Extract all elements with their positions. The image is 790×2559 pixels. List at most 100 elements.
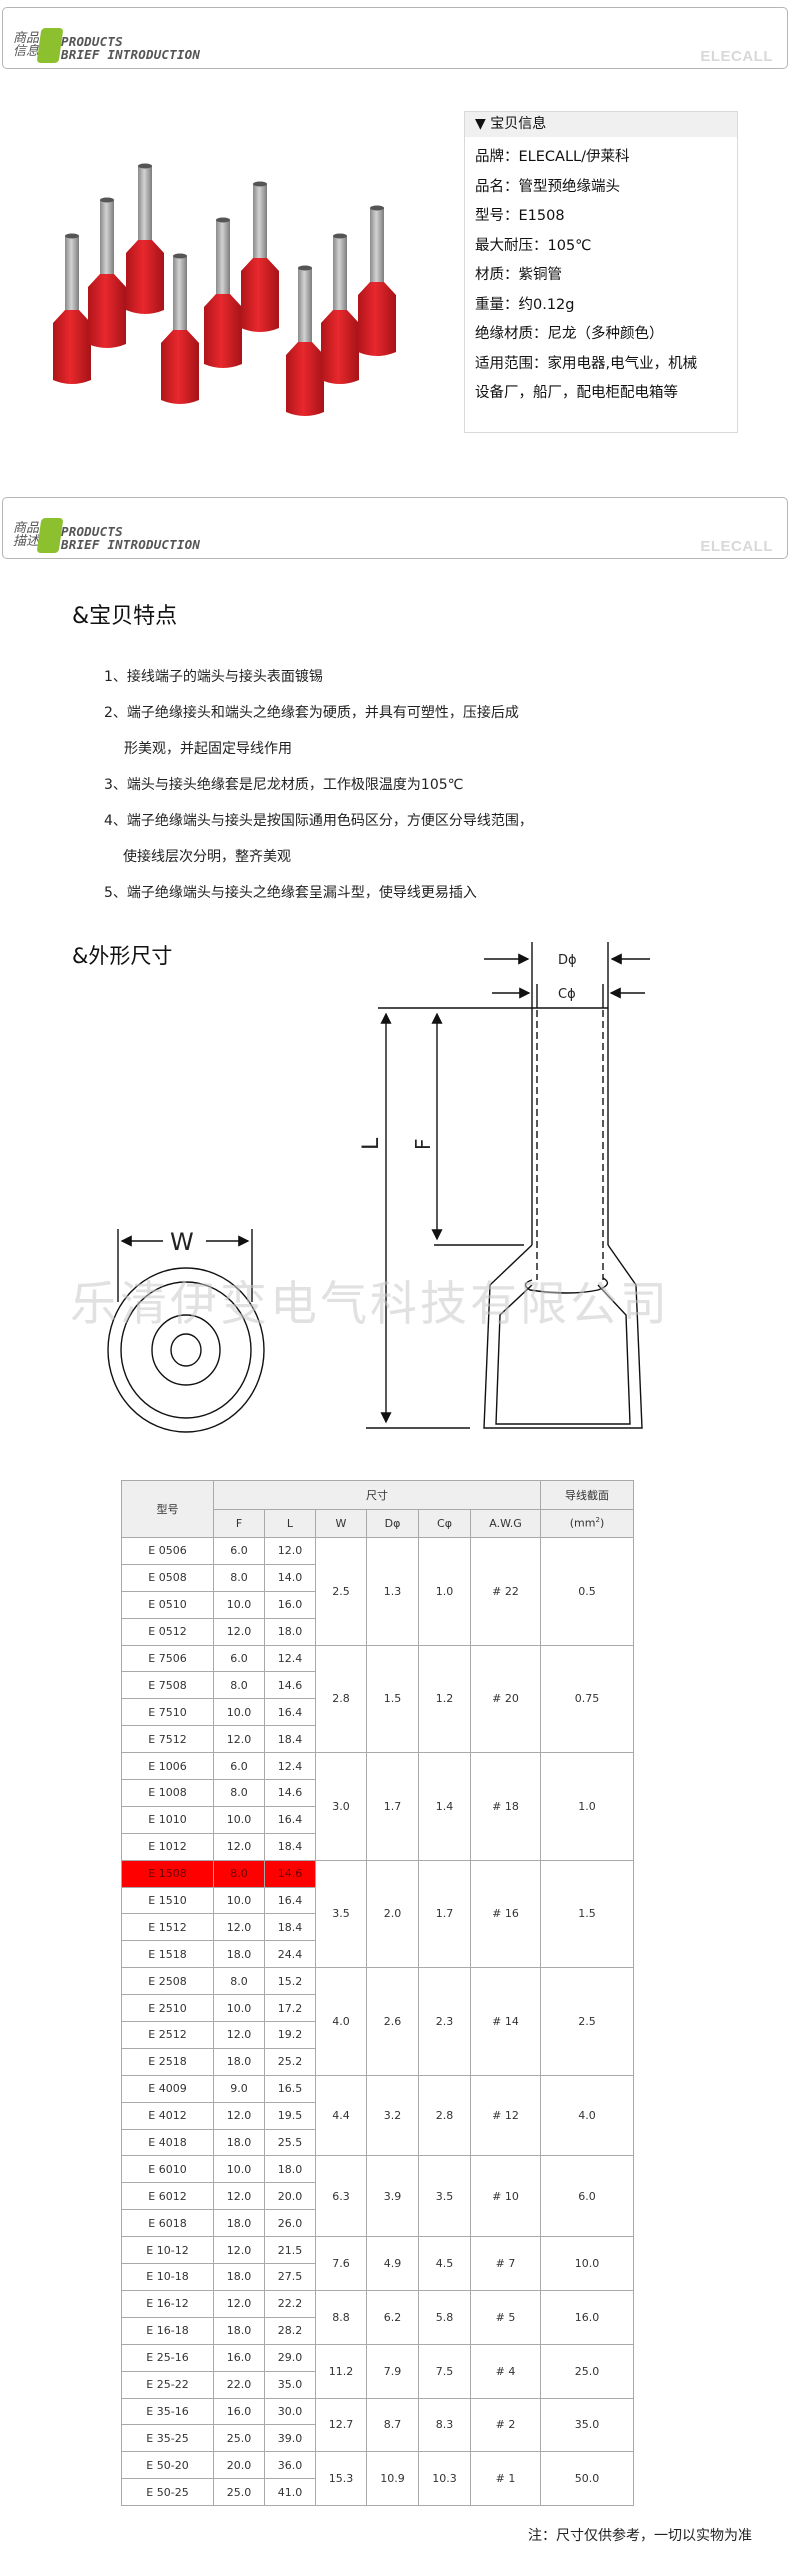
cell-section: 35.0 — [540, 2397, 634, 2453]
cell-section: 2.5 — [540, 1967, 634, 2076]
cell-section: 1.5 — [540, 1859, 634, 1969]
cell-section: 6.0 — [540, 2155, 634, 2238]
cell-l: 35.0 — [264, 2370, 316, 2399]
cell-d: 1.7 — [366, 1752, 419, 1861]
cell-f: 16.0 — [213, 2343, 265, 2372]
cell-w: 4.0 — [315, 1967, 367, 2076]
cell-f: 6.0 — [213, 1644, 265, 1673]
cell-f: 8.0 — [213, 1967, 265, 1996]
cell-model: E 1518 — [121, 1940, 214, 1969]
green-tab-icon — [36, 28, 64, 63]
cell-f: 12.0 — [213, 2236, 265, 2265]
cell-w: 11.2 — [315, 2343, 367, 2399]
cell-l: 41.0 — [264, 2478, 316, 2507]
info-box-title: 宝贝信息 — [490, 116, 547, 132]
cell-l: 27.5 — [264, 2263, 316, 2291]
cell-c: 1.0 — [418, 1537, 471, 1646]
cell-f: 10.0 — [213, 1590, 265, 1619]
feature-item-2: 2、端子绝缘接头和端头之绝缘套为硬质，并具有可塑性，压接后成 — [104, 705, 519, 721]
banner-cn-line2: 信息 — [13, 44, 40, 59]
banner-en-line1: PRODUCTS — [61, 34, 123, 49]
cell-d: 2.0 — [366, 1859, 419, 1969]
cell-model: E 6010 — [121, 2155, 214, 2184]
cell-l: 30.0 — [264, 2397, 316, 2426]
cell-model: E 50-25 — [121, 2478, 214, 2507]
cell-f: 6.0 — [213, 1537, 265, 1565]
product-info-box: ▼ 宝贝信息 品牌：ELECALL/伊莱科 品名：管型预绝缘端头 型号：E150… — [464, 111, 738, 433]
cell-f: 12.0 — [213, 2101, 265, 2130]
w-label: W — [170, 1228, 194, 1256]
d-phi-label: Dϕ — [558, 953, 577, 968]
cell-l: 16.0 — [264, 1590, 316, 1619]
c-phi-label: Cϕ — [558, 987, 576, 1002]
cell-l: 12.0 — [264, 1537, 316, 1565]
cell-awg: # 2 — [470, 2397, 541, 2453]
cell-l: 19.2 — [264, 2021, 316, 2049]
cell-model: E 35-16 — [121, 2397, 214, 2426]
cell-l: 24.4 — [264, 1940, 316, 1969]
cell-f: 25.0 — [213, 2478, 265, 2507]
cell-model: E 2508 — [121, 1967, 214, 1996]
cell-f: 18.0 — [213, 2263, 265, 2291]
cell-section: 0.75 — [540, 1644, 634, 1754]
cell-c: 1.2 — [418, 1644, 471, 1754]
cell-l: 26.0 — [264, 2209, 316, 2238]
info-box-header: ▼ 宝贝信息 — [465, 112, 737, 137]
cell-model: E 1010 — [121, 1805, 214, 1834]
banner-brand: ELECALL — [700, 538, 773, 555]
cell-d: 1.3 — [366, 1537, 419, 1646]
cell-l: 18.0 — [264, 1617, 316, 1646]
banner-cn-line1: 商品 — [13, 521, 40, 536]
cell-l: 36.0 — [264, 2451, 316, 2480]
cell-model: E 4012 — [121, 2101, 214, 2130]
cell-w: 6.3 — [315, 2155, 367, 2238]
info-row-application: 适用范围：家用电器,电气业，机械 — [475, 355, 698, 372]
feature-item-1: 1、接线端子的端头与接头表面镀锡 — [104, 669, 323, 685]
dimension-diagram: Dϕ Cϕ L F W — [107, 942, 650, 1433]
cell-f: 22.0 — [213, 2370, 265, 2399]
cell-model: E 6012 — [121, 2182, 214, 2211]
banner-en-line1: PRODUCTS — [61, 524, 123, 539]
cell-model: E 10-18 — [121, 2263, 214, 2291]
cell-c: 2.3 — [418, 1967, 471, 2076]
cell-f: 18.0 — [213, 1940, 265, 1969]
product-info-banner: 商品 信息 PRODUCTS BRIEF INTRODUCTION ELECAL… — [2, 7, 788, 69]
cell-model: E 0510 — [121, 1590, 214, 1619]
feature-item-4-cont: 使接线层次分明，整齐美观 — [123, 849, 291, 865]
cell-l: 25.2 — [264, 2047, 316, 2076]
dimensions-heading: &外形尺寸 — [72, 944, 173, 968]
cell-awg: # 20 — [470, 1644, 541, 1754]
cell-c: 8.3 — [418, 2397, 471, 2453]
cell-c: 1.4 — [418, 1752, 471, 1861]
triangle-down-icon: ▼ — [475, 116, 486, 132]
cell-d: 3.2 — [366, 2074, 419, 2157]
cell-d: 4.9 — [366, 2236, 419, 2291]
cell-l: 16.4 — [264, 1805, 316, 1834]
cell-c: 1.7 — [418, 1859, 471, 1969]
cell-f: 10.0 — [213, 2155, 265, 2184]
cell-f: 8.0 — [213, 1563, 265, 1592]
cell-f: 20.0 — [213, 2451, 265, 2480]
cell-awg: # 1 — [470, 2451, 541, 2507]
cell-model: E 2518 — [121, 2047, 214, 2076]
cell-l: 18.4 — [264, 1913, 316, 1942]
cell-model: E 1510 — [121, 1886, 214, 1915]
cell-section: 0.5 — [540, 1537, 634, 1646]
cell-model: E 16-18 — [121, 2316, 214, 2345]
info-row-brand: 品牌：ELECALL/伊莱科 — [475, 149, 630, 165]
